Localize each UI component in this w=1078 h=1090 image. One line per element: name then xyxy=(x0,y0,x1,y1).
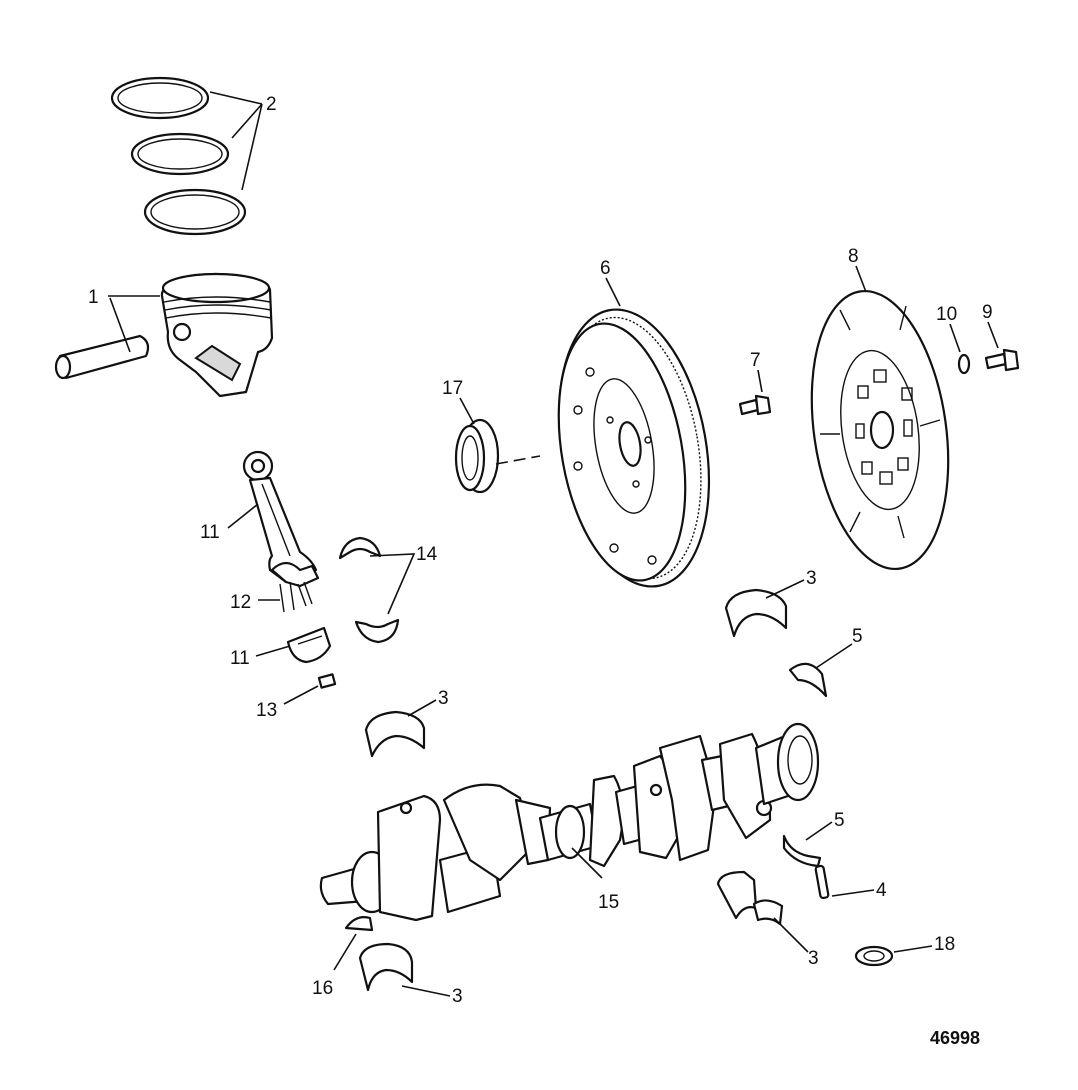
flywheel-bolt xyxy=(738,394,772,416)
callout-flywheel-bolt: 7 xyxy=(750,350,761,371)
callout-crankshaft: 15 xyxy=(598,892,619,913)
rod-bearing-upper xyxy=(338,536,382,560)
callout-main-bearing-upper-right: 3 xyxy=(806,568,817,589)
rod-bearing-lower xyxy=(354,618,400,644)
callout-rod-bolt: 12 xyxy=(230,592,251,613)
callout-thrust-washer-upper: 5 xyxy=(852,626,863,647)
callout-labels: 1 2 3 3 3 3 4 5 5 6 7 8 9 10 11 11 12 13… xyxy=(88,94,993,1007)
callout-piston: 1 xyxy=(88,287,99,308)
callout-main-bearing-lower-right: 3 xyxy=(808,948,819,969)
callout-woodruff-key: 16 xyxy=(312,978,333,999)
coupler-washer xyxy=(957,353,971,375)
thrust-washer-lower xyxy=(782,834,822,868)
dowel-pin xyxy=(814,864,830,900)
callout-main-bearing-lower-left: 3 xyxy=(452,986,463,1007)
callout-dowel-pin: 4 xyxy=(876,880,887,901)
piston-ring-middle xyxy=(130,132,230,176)
callout-piston-rings: 2 xyxy=(266,94,277,115)
diagram-reference-number: 46998 xyxy=(930,1028,980,1048)
connecting-rod xyxy=(242,450,320,588)
main-bearing-mid-left xyxy=(364,710,426,758)
callout-rod-nut: 13 xyxy=(256,700,277,721)
thrust-washer-upper xyxy=(788,662,828,698)
callout-connecting-rod: 11 xyxy=(200,522,220,543)
flywheel xyxy=(557,308,711,588)
crankshaft xyxy=(319,722,820,922)
piston xyxy=(160,272,274,398)
main-bearing-lower-right xyxy=(716,870,784,926)
callout-plug: 18 xyxy=(934,934,955,955)
callout-coupler-bolt: 9 xyxy=(982,302,993,323)
main-bearing-upper-right xyxy=(724,588,788,638)
coupler xyxy=(810,289,950,571)
coupler-bolt xyxy=(984,348,1020,372)
main-bearing-lower-left xyxy=(358,942,414,992)
callout-rear-seal: 17 xyxy=(442,378,463,399)
callout-coupler: 8 xyxy=(848,246,859,267)
piston-ring-bottom xyxy=(143,188,247,236)
rod-bolts xyxy=(279,581,313,613)
callout-thrust-washer-lower: 5 xyxy=(834,810,845,831)
piston-rings xyxy=(110,76,247,236)
rear-seal xyxy=(454,418,500,494)
rod-nut xyxy=(317,673,337,689)
plug xyxy=(854,945,894,967)
connecting-rod-cap xyxy=(286,626,332,664)
callout-connecting-rod-cap: 11 xyxy=(230,648,250,669)
callout-rod-bearing: 14 xyxy=(416,544,438,565)
callout-flywheel: 6 xyxy=(600,258,611,279)
piston-ring-top xyxy=(110,76,210,120)
woodruff-key xyxy=(344,916,374,932)
callout-coupler-washer: 10 xyxy=(936,304,957,325)
piston-pin xyxy=(54,334,150,380)
callout-main-bearing-mid-left: 3 xyxy=(438,688,449,709)
